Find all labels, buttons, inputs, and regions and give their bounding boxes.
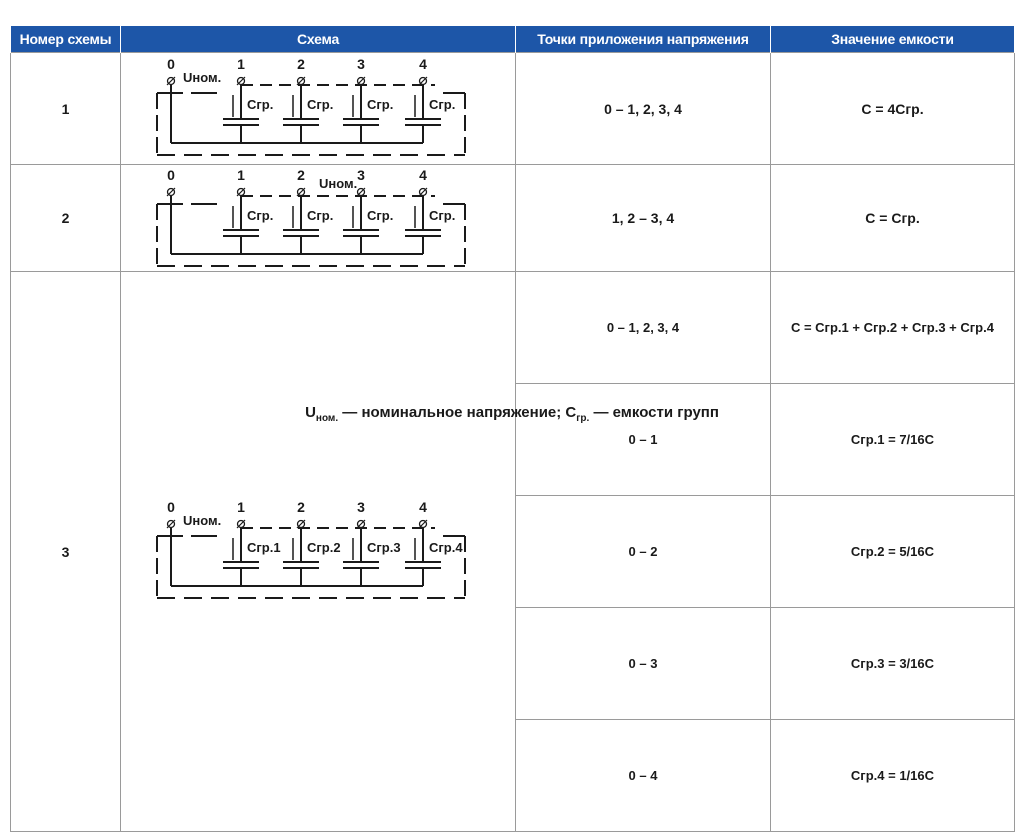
capacity-value: Cгр.3 = 3/16C xyxy=(770,607,1014,720)
terminal-slash xyxy=(296,187,306,197)
scheme-number: 1 xyxy=(10,52,121,165)
node-label: 4 xyxy=(419,56,427,72)
capacitor-label: Cгр.2 xyxy=(307,540,341,555)
header-voltage-points: Точки приложения напряжения xyxy=(515,26,771,53)
voltage-points: 0 – 4 xyxy=(516,719,771,831)
node-label: 2 xyxy=(297,499,305,515)
voltage-points: 1, 2 – 3, 4 xyxy=(515,164,771,272)
legend-footnote: Uном. — номинальное напряжение; Cгр. — е… xyxy=(0,404,1024,424)
capacity-value: C = Cгр.1 + Cгр.2 + Cгр.3 + Cгр.4 xyxy=(770,272,1014,384)
capacitor-label: Cгр. xyxy=(367,208,393,223)
capacitor-label: Cгр. xyxy=(307,97,333,112)
terminal-slash xyxy=(236,76,246,85)
terminal-slash xyxy=(418,76,428,85)
u-symbol: U xyxy=(305,404,316,421)
node-label: 2 xyxy=(297,167,305,183)
terminal-slash xyxy=(356,76,366,85)
capacitor-label: Cгр. xyxy=(307,208,333,223)
capacity-value: Cгр.1 = 7/16C xyxy=(770,383,1014,496)
sub-row: 0 – 2 Cгр.2 = 5/16C xyxy=(516,495,1014,608)
voltage-points: 0 – 1, 2, 3, 4 xyxy=(516,272,771,384)
u-description: — номинальное напряжение; xyxy=(338,404,566,421)
header-capacity-value: Значение емкости xyxy=(770,26,1015,53)
capacity-value: C = 4Cгр. xyxy=(770,52,1015,165)
header-scheme-number: Номер схемы xyxy=(10,26,121,53)
scheme-number: 3 xyxy=(10,271,121,832)
sub-row: 0 – 3 Cгр.3 = 3/16C xyxy=(516,607,1014,720)
terminal-slash xyxy=(166,187,176,197)
table-header: Номер схемы Схема Точки приложения напря… xyxy=(10,26,1015,53)
terminal-slash xyxy=(166,76,176,85)
sub-table-cell: 0 – 1, 2, 3, 4 C = Cгр.1 + Cгр.2 + Cгр.3… xyxy=(515,271,1015,832)
capacity-value: Cгр.2 = 5/16C xyxy=(770,495,1014,608)
node-label: 0 xyxy=(167,167,175,183)
capacitor-label: Cгр.4 xyxy=(429,540,463,555)
c-description: — емкости групп xyxy=(589,404,719,421)
terminal-circle xyxy=(166,187,176,197)
voltage-label: Uном. xyxy=(319,176,357,191)
node-label: 4 xyxy=(419,499,427,515)
capacitor-label: Cгр. xyxy=(429,97,455,112)
node-label: 4 xyxy=(419,167,427,183)
node-label: 3 xyxy=(357,56,365,72)
capacity-value: Cгр.4 = 1/16C xyxy=(850,768,935,783)
terminal-slash xyxy=(236,187,246,197)
node-label: 0 xyxy=(167,56,175,72)
node-label: 2 xyxy=(297,56,305,72)
c-symbol: C xyxy=(565,404,577,421)
scheme-number: 2 xyxy=(10,164,121,272)
capacitor-label: Cгр. xyxy=(367,97,393,112)
capacitor-label: Cгр. xyxy=(247,97,273,112)
voltage-points: 0 – 2 xyxy=(516,495,771,608)
sub-row: 0 – 1, 2, 3, 4 C = Cгр.1 + Cгр.2 + Cгр.3… xyxy=(516,272,1014,384)
terminal-slash xyxy=(418,187,428,197)
voltage-points: 0 – 1 xyxy=(516,383,771,496)
capacitor-label: Cгр. xyxy=(429,208,455,223)
node-label: 3 xyxy=(357,499,365,515)
node-label: 1 xyxy=(237,167,245,183)
header-scheme: Схема xyxy=(120,26,516,53)
u-subscript: ном. xyxy=(315,413,339,424)
voltage-points: 0 – 3 xyxy=(516,607,771,720)
sub-row: 0 – 1 Cгр.1 = 7/16C xyxy=(516,383,1014,496)
capacity-table: Номер схемы Схема Точки приложения напря… xyxy=(10,26,1015,832)
voltage-label: Uном. xyxy=(183,70,221,85)
node-label: 1 xyxy=(237,56,245,72)
terminal-slash xyxy=(356,187,366,197)
c-subscript: гр. xyxy=(576,413,590,424)
node-label: 0 xyxy=(167,499,175,515)
terminal-circle xyxy=(166,76,176,85)
capacitor-label: Cгр. xyxy=(247,208,273,223)
capacity-value: C = Cгр. xyxy=(770,164,1015,272)
voltage-points: 0 – 1, 2, 3, 4 xyxy=(515,52,771,165)
capacitor-label: Cгр.3 xyxy=(367,540,401,555)
capacitor-label: Cгр.1 xyxy=(247,540,281,555)
voltage-label: Uном. xyxy=(183,513,221,528)
sub-table: 0 – 1, 2, 3, 4 C = Cгр.1 + Cгр.2 + Cгр.3… xyxy=(516,272,1014,831)
terminal-slash xyxy=(296,76,306,85)
sub-row: 0 – 4 Cгр.4 = 1/16C xyxy=(516,719,1014,831)
node-label: 1 xyxy=(237,499,245,515)
node-label: 3 xyxy=(357,167,365,183)
